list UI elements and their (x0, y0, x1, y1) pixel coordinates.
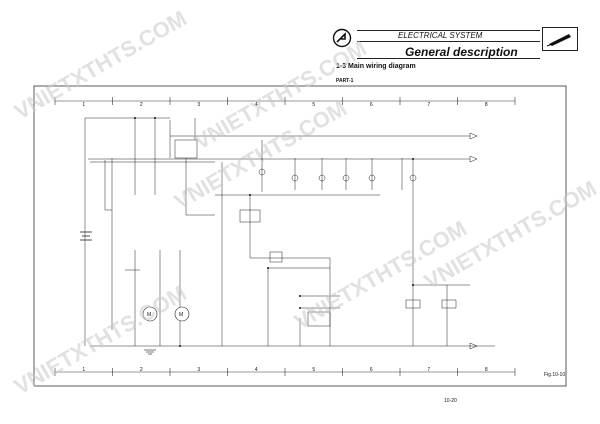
column-label-bottom: 6 (370, 367, 373, 373)
column-label-top: 1 (82, 102, 85, 108)
diagram-frame (33, 85, 567, 387)
column-label-bottom: 8 (485, 367, 488, 373)
svg-text:M: M (147, 312, 151, 318)
page-number: 10-20 (444, 398, 457, 404)
diagram-subtitle: 1-3 Main wiring diagram (336, 63, 416, 70)
motor-m2 (174, 306, 190, 322)
header-rule-mid (357, 41, 540, 42)
motor-m1 (142, 306, 158, 322)
lamp-symbols (258, 168, 417, 182)
column-label-bottom: 5 (312, 367, 315, 373)
page-title: General description (405, 45, 518, 59)
column-label-top: 6 (370, 102, 373, 108)
column-ticks (54, 97, 516, 376)
column-labels-bottom: 1 2 3 4 5 6 7 8 (82, 367, 488, 373)
column-label-bottom: 1 (82, 367, 85, 373)
ground-symbols (144, 349, 156, 355)
column-label-bottom: 7 (427, 367, 430, 373)
header-rule-top (357, 30, 540, 31)
column-label-top: 2 (140, 102, 143, 108)
column-label-bottom: 4 (255, 367, 258, 373)
column-label-bottom: 3 (197, 367, 200, 373)
section-title: ELECTRICAL SYSTEM (398, 31, 483, 40)
watermark-text: VNIETXTHTS.COM (10, 281, 191, 400)
watermark-text: VNIETXTHTS.COM (10, 6, 191, 125)
column-label-top: 7 (427, 102, 430, 108)
junction-dots (134, 117, 414, 347)
column-label-top: 8 (485, 102, 488, 108)
figure-reference: Fig.10-10 (544, 372, 566, 378)
column-label-top: 4 (255, 102, 258, 108)
svg-text:M: M (179, 312, 183, 318)
column-label-top: 5 (312, 102, 315, 108)
header-rule-bottom (357, 58, 540, 59)
column-label-bottom: 2 (140, 367, 143, 373)
battery-symbol (80, 231, 92, 241)
motor-symbols (142, 306, 190, 322)
column-label-top: 3 (197, 102, 200, 108)
part-label: PART-1 (336, 78, 354, 84)
watermark: VNIETXTHTS.COMVNIETXTHTS.COMVNIETXTHTS.C… (10, 6, 600, 400)
book-pen-icon (542, 27, 578, 51)
brand-logo-icon (332, 28, 352, 48)
column-labels-top: 1 2 3 4 5 6 7 8 (82, 102, 488, 108)
connector-arrows (469, 132, 478, 350)
